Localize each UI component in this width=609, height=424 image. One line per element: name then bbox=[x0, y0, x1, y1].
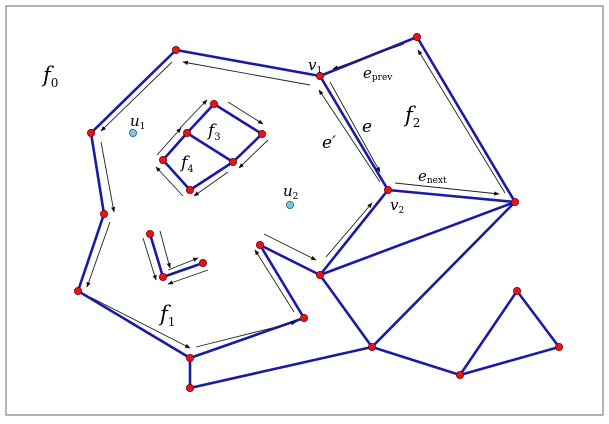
vertex bbox=[158, 155, 167, 164]
label-e-prev: eprev bbox=[363, 64, 393, 83]
half-edge-arrow bbox=[100, 141, 116, 213]
vertex bbox=[158, 272, 167, 281]
half-edge-arrow bbox=[329, 81, 381, 173]
half-edge-arrow bbox=[195, 321, 297, 348]
half-edge-arrow bbox=[417, 49, 506, 194]
vertex-v1 bbox=[315, 72, 324, 81]
label-e-prime: e′ bbox=[322, 133, 336, 153]
half-edge-arrow bbox=[86, 221, 111, 288]
diagram-frame bbox=[5, 5, 604, 416]
half-edge-arrow bbox=[193, 171, 229, 197]
vertex bbox=[510, 197, 519, 206]
edge-mid-to-bottom bbox=[318, 273, 374, 349]
edge-bottom-to-tri bbox=[370, 345, 462, 377]
vertex bbox=[185, 185, 194, 194]
half-edge-arrow bbox=[167, 269, 209, 285]
label-layer: f0 f1 f2 f3 f4 u1 u2 v1 v2 e e′ bbox=[41, 56, 447, 329]
label-e: e bbox=[362, 117, 372, 137]
vertex bbox=[209, 100, 218, 109]
label-f0: f0 bbox=[41, 63, 58, 90]
half-edge-arrow bbox=[325, 202, 373, 258]
half-edge-arrow bbox=[263, 233, 317, 261]
point-u2 bbox=[285, 200, 294, 209]
half-edge-arrow bbox=[254, 249, 295, 313]
edge-bottom-to-left bbox=[188, 345, 374, 390]
vertex bbox=[367, 342, 376, 351]
hole-f3-f4-edges bbox=[161, 102, 264, 192]
vertex bbox=[255, 240, 264, 249]
vertex bbox=[228, 157, 237, 166]
vertex bbox=[412, 33, 421, 42]
vertex bbox=[100, 209, 109, 218]
label-u1: u1 bbox=[130, 112, 145, 132]
vertex bbox=[315, 270, 324, 279]
edge-right-to-bottom bbox=[370, 200, 517, 349]
vertex bbox=[145, 229, 154, 238]
label-v2: v2 bbox=[390, 196, 404, 216]
label-f3: f3 bbox=[206, 121, 221, 143]
vertex bbox=[185, 383, 194, 392]
vertex bbox=[257, 129, 266, 138]
point-u1 bbox=[128, 128, 137, 137]
vertex bbox=[171, 46, 180, 55]
label-f4: f4 bbox=[179, 153, 194, 175]
half-edge-arrow bbox=[159, 230, 171, 269]
half-edge-arrow bbox=[227, 101, 264, 125]
half-edge-arrow bbox=[142, 237, 157, 281]
half-edge-arrow bbox=[100, 61, 173, 132]
vertex bbox=[87, 128, 96, 137]
half-edge-arrow bbox=[394, 182, 500, 196]
half-edge-arrow bbox=[179, 99, 208, 129]
label-u2: u2 bbox=[283, 182, 298, 202]
label-e-next: enext bbox=[418, 167, 447, 186]
half-edge-arrow bbox=[156, 127, 182, 156]
half-edge-arrow bbox=[318, 89, 381, 183]
half-edge-arrow bbox=[182, 60, 311, 86]
half-edge-arrow bbox=[332, 43, 405, 70]
vertex bbox=[299, 313, 308, 322]
label-f2: f2 bbox=[403, 103, 420, 130]
vertex bbox=[185, 353, 194, 362]
vertex-v2 bbox=[383, 185, 392, 194]
edge-v2-to-mid bbox=[318, 200, 517, 277]
half-edge-layer bbox=[86, 43, 506, 349]
label-f1: f1 bbox=[158, 302, 175, 329]
half-edge-arrow bbox=[167, 257, 199, 271]
vertex bbox=[455, 370, 464, 379]
vertex bbox=[198, 258, 207, 267]
half-edge-arrow bbox=[155, 166, 184, 197]
triangle-edges bbox=[458, 289, 561, 377]
half-edge-arrow bbox=[89, 296, 191, 349]
half-edge-arrow bbox=[238, 139, 269, 169]
vertex bbox=[513, 286, 522, 295]
label-v1: v1 bbox=[308, 56, 322, 76]
vertex bbox=[555, 342, 564, 351]
vertex-layer bbox=[74, 33, 564, 392]
vertex bbox=[182, 128, 191, 137]
vertex bbox=[74, 286, 83, 295]
